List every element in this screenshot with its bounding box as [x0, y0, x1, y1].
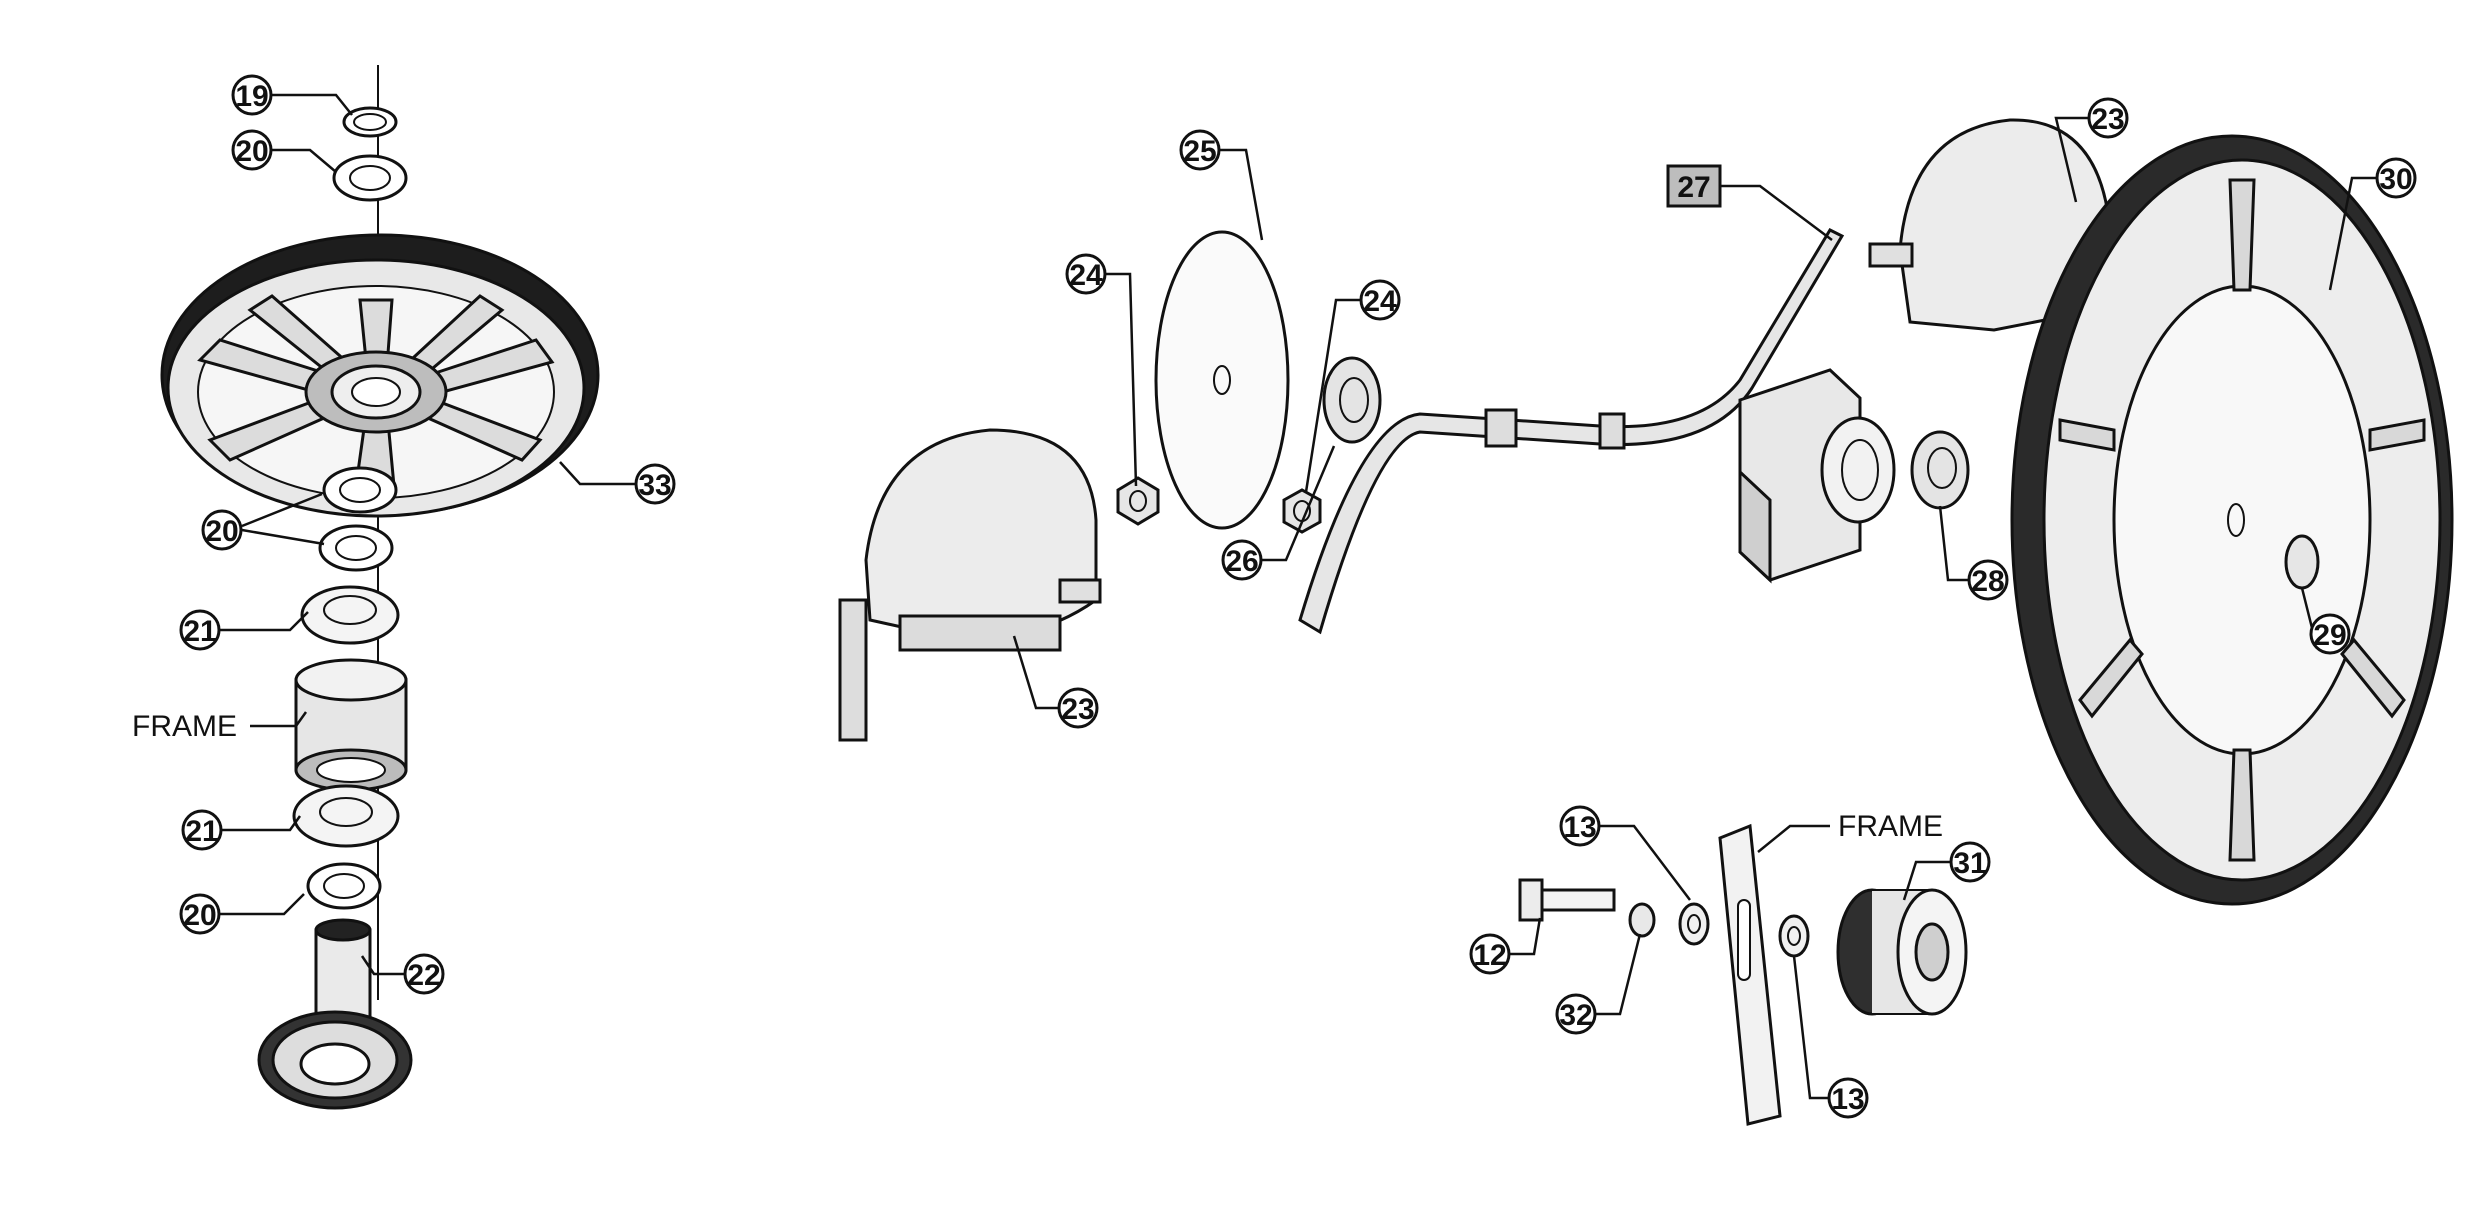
svg-text:21: 21 [183, 615, 216, 648]
part-21-bearing-bottom [292, 784, 400, 848]
svg-text:23: 23 [1061, 693, 1094, 726]
callout-28: 28 [1967, 559, 2009, 601]
callout-21-bottom: 21 [181, 809, 223, 851]
callout-21-top: 21 [179, 609, 221, 651]
part-28-bushing [1910, 430, 1970, 510]
callout-22: 22 [403, 953, 445, 995]
callout-24-right: 24 [1359, 279, 1401, 321]
svg-text:28: 28 [1971, 565, 2004, 598]
callout-20-top: 20 [231, 129, 273, 171]
part-frame-plate-slot [1737, 899, 1751, 981]
svg-text:24: 24 [1363, 285, 1397, 318]
part-20-washer-bottom-hole [323, 873, 365, 899]
svg-text:13: 13 [1563, 811, 1596, 844]
leader-lines [220, 93, 2376, 1100]
part-27-crank-rod [1298, 228, 1845, 635]
callout-19: 19 [231, 74, 273, 116]
svg-text:26: 26 [1225, 545, 1258, 578]
callout-24-left: 24 [1065, 253, 1107, 295]
svg-text:13: 13 [1831, 1083, 1864, 1116]
part-23-left-bracket [838, 428, 1102, 742]
part-22-shaft-pulley [257, 918, 413, 1110]
callout-20-mid: 20 [201, 509, 243, 551]
part-28-bushing-hole [1927, 447, 1957, 489]
svg-text:27: 27 [1677, 171, 1710, 204]
svg-text:12: 12 [1473, 939, 1506, 972]
part-24-nut-left [1116, 476, 1160, 526]
part-13-washer-b [1778, 914, 1810, 958]
svg-text:29: 29 [2313, 619, 2346, 652]
part-20-washer-mid-a-hole [339, 477, 381, 503]
frame-label-left: FRAME [132, 710, 237, 743]
part-20-washer-mid-b [318, 524, 394, 572]
part-frame-sleeve [294, 658, 408, 792]
svg-text:22: 22 [407, 959, 440, 992]
callout-32: 32 [1555, 993, 1597, 1035]
lower-right-assembly [1518, 823, 1968, 1126]
part-20-washer-mid-a [322, 466, 398, 514]
part-21-bearing-bottom-hole [319, 797, 373, 827]
part-20-washer-top-hole [349, 165, 391, 191]
part-24-nut-left-hole [1129, 490, 1147, 512]
svg-text:30: 30 [2379, 163, 2412, 196]
part-25-disc-hole [1213, 365, 1231, 395]
callout-13-bottom: 13 [1827, 1077, 1869, 1119]
part-20-washer-top [332, 154, 408, 202]
svg-text:20: 20 [183, 899, 216, 932]
svg-text:33: 33 [638, 469, 671, 502]
part-12-bolt [1518, 878, 1616, 922]
middle-assembly [838, 118, 2112, 742]
part-13-washer-a-hole [1687, 914, 1701, 934]
part-29-pin [2284, 534, 2320, 590]
svg-text:25: 25 [1183, 135, 1216, 168]
callout-31: 31 [1949, 841, 1991, 883]
callout-25: 25 [1179, 129, 1221, 171]
part-31-idler-pulley [1836, 888, 1968, 1016]
part-13-washer-b-hole [1787, 926, 1801, 946]
frame-label-right: FRAME [1838, 810, 1943, 843]
svg-text:20: 20 [235, 135, 268, 168]
part-21-bearing-top [300, 585, 400, 645]
part-21-bearing-top-hole [323, 595, 377, 625]
part-24-nut-right [1282, 488, 1322, 534]
part-26-bushing-hole [1339, 377, 1369, 423]
part-13-washer-a [1678, 902, 1710, 946]
callout-20-bottom: 20 [179, 893, 221, 935]
svg-text:23: 23 [2091, 103, 2124, 136]
callout-30: 30 [2375, 157, 2417, 199]
left-assembly [160, 65, 600, 1110]
part-32-lock-washer [1628, 902, 1656, 938]
part-25-disc [1154, 230, 1290, 530]
callout-13-top: 13 [1559, 805, 1601, 847]
part-20-washer-bottom [306, 862, 382, 910]
svg-text:21: 21 [185, 815, 218, 848]
callout-26: 26 [1221, 539, 1263, 581]
part-30-large-toothed-wheel [2010, 134, 2454, 906]
callout-23-right: 23 [2087, 97, 2129, 139]
callout-23-left: 23 [1057, 687, 1099, 729]
svg-text:31: 31 [1953, 847, 1986, 880]
part-19-inner [353, 113, 387, 131]
part-19-snap-ring [342, 106, 398, 138]
callout-29: 29 [2309, 613, 2351, 655]
svg-text:20: 20 [205, 515, 238, 548]
svg-text:32: 32 [1559, 999, 1592, 1032]
svg-text:24: 24 [1069, 259, 1103, 292]
part-square-tube-block [1738, 368, 1896, 584]
callout-27-boxed: 27 [1666, 164, 1722, 208]
part-20-washer-mid-b-hole [335, 535, 377, 561]
callout-12: 12 [1469, 933, 1511, 975]
svg-text:19: 19 [235, 80, 268, 113]
callout-33: 33 [634, 463, 676, 505]
part-26-bushing [1322, 356, 1382, 444]
